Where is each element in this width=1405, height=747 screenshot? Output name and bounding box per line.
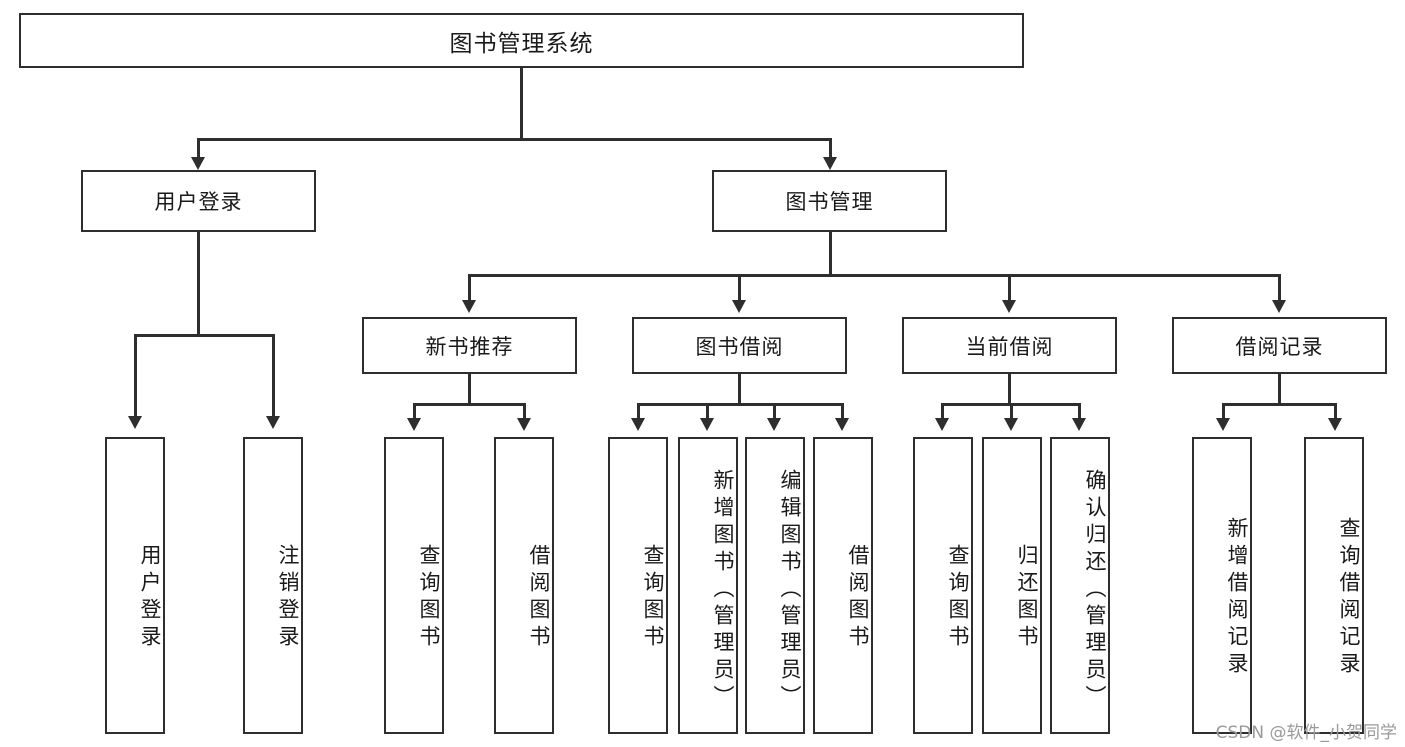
connector-currentborrow-to-leaf1	[941, 403, 944, 420]
node-book-borrow[interactable]: 图书借阅	[632, 317, 847, 374]
connector-root-stem	[520, 68, 523, 140]
connector-borrowrecord-to-leaf2	[1334, 403, 1337, 420]
arrow-root-to-bookmgmt	[823, 157, 837, 170]
leaf-confirm-return-admin[interactable]: 确认归还（管理员）	[1050, 437, 1110, 734]
arrow-borrowrecord-to-leaf2	[1328, 418, 1342, 431]
connector-root-to-userlogin	[197, 138, 200, 164]
arrow-newbook-to-leaf1	[407, 418, 421, 431]
leaf-query-book-borrow[interactable]: 查询图书	[608, 437, 668, 734]
arrow-borrowrecord-to-leaf1	[1216, 418, 1230, 431]
leaf-edit-book-admin[interactable]: 编辑图书（管理员）	[745, 437, 805, 734]
connector-bookborrow-stem	[738, 374, 741, 405]
arrow-bookborrow-to-leaf1	[631, 418, 645, 431]
arrow-bookborrow-to-leaf2	[700, 418, 714, 431]
connector-currentborrow-to-leaf3	[1078, 403, 1081, 420]
connector-bookborrow-bus	[637, 403, 843, 406]
arrow-bookborrow-to-leaf4	[835, 418, 849, 431]
arrow-userlogin-to-leaf2	[266, 416, 280, 429]
node-user-login[interactable]: 用户登录	[81, 170, 316, 232]
arrow-bookmgmt-to-l3-2	[732, 300, 746, 313]
connector-borrowrecord-stem	[1278, 374, 1281, 405]
arrow-currentborrow-to-leaf2	[1004, 418, 1018, 431]
connector-newbook-to-leaf1	[413, 403, 416, 420]
connector-bookmgmt-to-l3-3	[1008, 274, 1011, 304]
leaf-add-borrow-record[interactable]: 新增借阅记录	[1192, 437, 1252, 734]
connector-bookborrow-to-leaf4	[841, 403, 844, 420]
connector-bookmgmt-stem	[829, 232, 832, 276]
connector-userlogin-to-leaf2	[272, 334, 275, 420]
leaf-borrow-book[interactable]: 借阅图书	[813, 437, 873, 734]
node-root-system[interactable]: 图书管理系统	[19, 13, 1024, 68]
leaf-add-book-admin[interactable]: 新增图书（管理员）	[678, 437, 738, 734]
connector-currentborrow-stem	[1008, 374, 1011, 405]
connector-currentborrow-to-leaf2	[1010, 403, 1013, 420]
connector-userlogin-bus	[134, 334, 272, 337]
connector-bookmgmt-to-l3-4	[1278, 274, 1281, 304]
connector-bookmgmt-bus	[468, 274, 1280, 277]
leaf-user-login[interactable]: 用户登录	[105, 437, 165, 734]
arrow-bookmgmt-to-l3-1	[462, 300, 476, 313]
connector-currentborrow-bus	[941, 403, 1078, 406]
arrow-bookmgmt-to-l3-3	[1002, 300, 1016, 313]
connector-bookmgmt-to-l3-1	[468, 274, 471, 304]
leaf-borrow-book-recommend[interactable]: 借阅图书	[494, 437, 554, 734]
connector-bookborrow-to-leaf1	[637, 403, 640, 420]
leaf-return-book[interactable]: 归还图书	[982, 437, 1042, 734]
arrow-currentborrow-to-leaf1	[935, 418, 949, 431]
connector-newbook-stem	[468, 374, 471, 405]
arrow-currentborrow-to-leaf3	[1072, 418, 1086, 431]
node-book-management[interactable]: 图书管理	[712, 170, 947, 232]
arrow-bookmgmt-to-l3-4	[1272, 300, 1286, 313]
connector-borrowrecord-bus	[1222, 403, 1334, 406]
leaf-query-book-current[interactable]: 查询图书	[913, 437, 973, 734]
node-current-borrow[interactable]: 当前借阅	[902, 317, 1117, 374]
connector-root-to-bookmgmt	[829, 138, 832, 164]
leaf-logout-login[interactable]: 注销登录	[243, 437, 303, 734]
arrow-userlogin-to-leaf1	[128, 416, 142, 429]
arrow-root-to-userlogin	[191, 157, 205, 170]
csdn-watermark: CSDN @软件_小贺同学	[1215, 723, 1397, 743]
arrow-newbook-to-leaf2	[517, 418, 531, 431]
leaf-query-borrow-record[interactable]: 查询借阅记录	[1304, 437, 1364, 734]
connector-bookborrow-to-leaf3	[773, 403, 776, 420]
connector-bookborrow-to-leaf2	[706, 403, 709, 420]
connector-root-bus	[197, 138, 831, 141]
connector-bookmgmt-to-l3-2	[738, 274, 741, 304]
node-new-book-recommend[interactable]: 新书推荐	[362, 317, 577, 374]
leaf-query-book-recommend[interactable]: 查询图书	[384, 437, 444, 734]
connector-borrowrecord-to-leaf1	[1222, 403, 1225, 420]
connector-userlogin-to-leaf1	[134, 334, 137, 420]
arrow-bookborrow-to-leaf3	[767, 418, 781, 431]
connector-userlogin-stem	[197, 232, 200, 336]
connector-newbook-to-leaf2	[523, 403, 526, 420]
node-borrow-record[interactable]: 借阅记录	[1172, 317, 1387, 374]
connector-newbook-bus	[413, 403, 523, 406]
